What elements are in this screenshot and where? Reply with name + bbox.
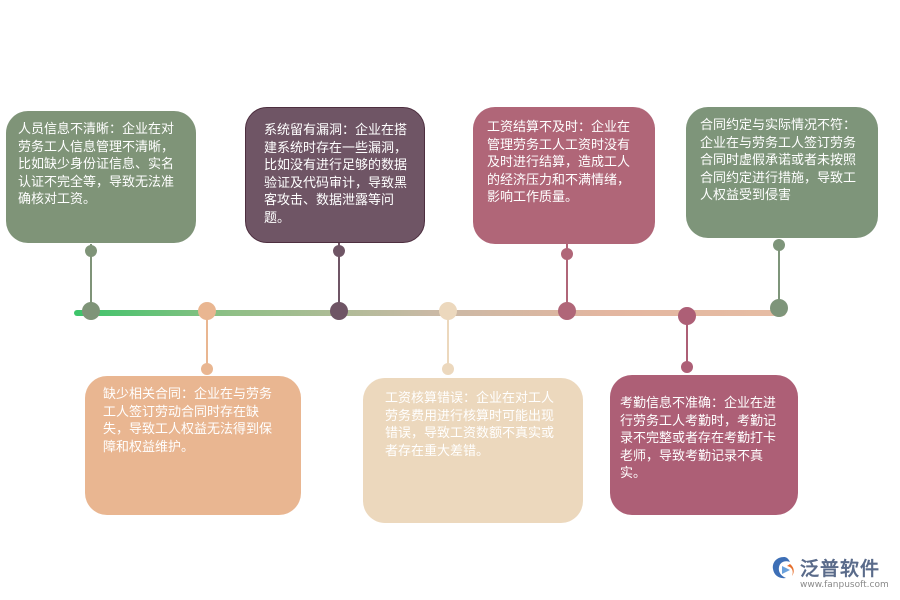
connector-knob xyxy=(442,363,454,375)
timeline-bar xyxy=(74,310,786,316)
card-text: 系统留有漏洞：企业在搭建系统时存在一些漏洞，比如没有进行足够的数据验证及代码审计… xyxy=(264,123,408,226)
card-text: 工资结算不及时：企业在管理劳务工人工资时没有及时进行结算，造成工人的经济压力和不… xyxy=(487,120,631,205)
timeline-node xyxy=(770,299,788,317)
card-info-unclear: 人员信息不清晰：企业在对劳务工人信息管理不清晰，比如缺少身份证信息、实名认证不完… xyxy=(6,111,196,243)
connector-stem xyxy=(778,240,780,308)
fanpu-logo-icon xyxy=(772,557,794,579)
connector-knob xyxy=(681,361,693,373)
connector-knob xyxy=(333,245,345,257)
card-missing-contract: 缺少相关合同：企业在与劳务工人签订劳动合同时存在缺失，导致工人权益无法得到保障和… xyxy=(85,376,301,515)
timeline-node xyxy=(330,302,348,320)
card-text: 缺少相关合同：企业在与劳务工人签订劳动合同时存在缺失，导致工人权益无法得到保障和… xyxy=(103,387,273,455)
timeline-node xyxy=(198,302,216,320)
connector-knob xyxy=(561,248,573,260)
card-text: 工资核算错误：企业在对工人劳务费用进行核算时可能出现错误，导致工资数额不真实或者… xyxy=(385,391,555,459)
connector-stem xyxy=(90,244,92,310)
card-wage-calc-error: 工资核算错误：企业在对工人劳务费用进行核算时可能出现错误，导致工资数额不真实或者… xyxy=(363,378,583,523)
timeline-node xyxy=(82,302,100,320)
card-system-vulnerability: 系统留有漏洞：企业在搭建系统时存在一些漏洞，比如没有进行足够的数据验证及代码审计… xyxy=(245,107,425,243)
connector-knob xyxy=(85,245,97,257)
logo-url: www.fanpusoft.com xyxy=(800,580,889,590)
card-contract-mismatch: 合同约定与实际情况不符：企业在与劳务工人签订劳务合同时虚假承诺或者未按照合同约定… xyxy=(686,107,878,238)
card-late-payment: 工资结算不及时：企业在管理劳务工人工资时没有及时进行结算，造成工人的经济压力和不… xyxy=(473,107,655,244)
connector-stem xyxy=(206,311,208,369)
logo-watermark: 泛普软件 www.fanpusoft.com xyxy=(770,552,892,596)
connector-stem xyxy=(686,316,688,367)
connector-knob xyxy=(201,363,213,375)
card-text: 人员信息不清晰：企业在对劳务工人信息管理不清晰，比如缺少身份证信息、实名认证不完… xyxy=(18,122,175,207)
connector-stem xyxy=(566,244,568,310)
connector-knob xyxy=(773,239,785,251)
timeline-node xyxy=(558,302,576,320)
card-attendance-inaccurate: 考勤信息不准确：企业在进行劳务工人考勤时，考勤记录不完整或者存在考勤打卡老师，导… xyxy=(610,375,798,515)
connector-stem xyxy=(447,311,449,369)
timeline-node xyxy=(678,307,696,325)
timeline-node xyxy=(439,302,457,320)
logo-name: 泛普软件 xyxy=(800,558,881,580)
card-text: 考勤信息不准确：企业在进行劳务工人考勤时，考勤记录不完整或者存在考勤打卡老师，导… xyxy=(620,396,777,481)
card-text: 合同约定与实际情况不符：企业在与劳务工人签订劳务合同时虚假承诺或者未按照合同约定… xyxy=(700,118,857,203)
connector-stem xyxy=(338,243,340,310)
